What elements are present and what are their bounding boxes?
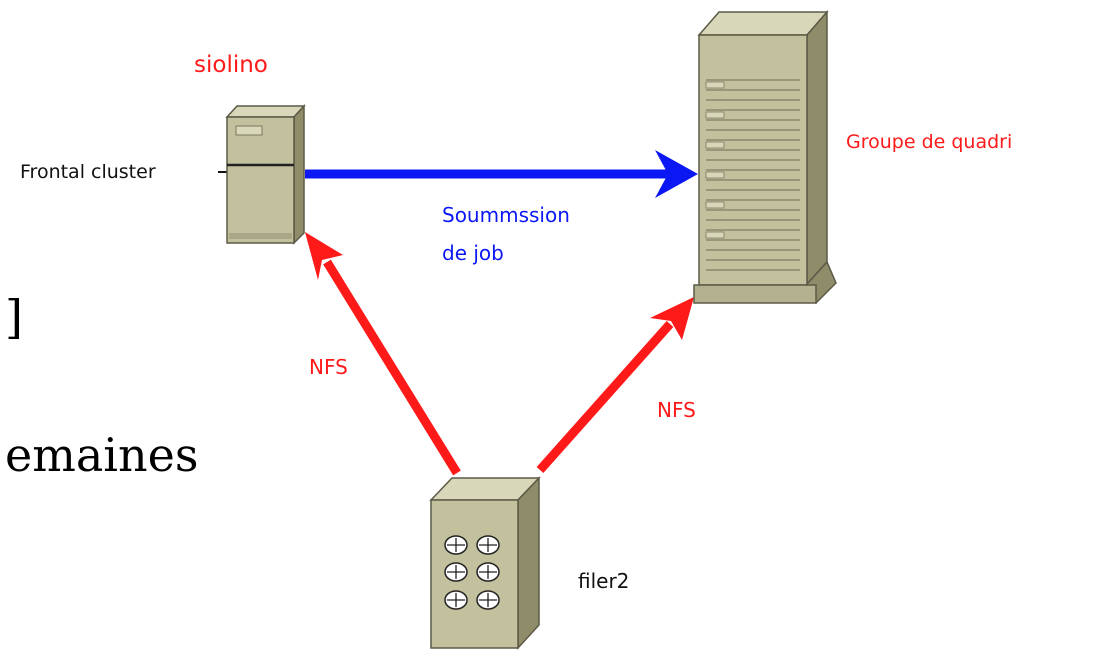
- filer-label: filer2: [578, 569, 630, 593]
- nfs-arrow-compute: [536, 297, 694, 473]
- nfs-arrow-frontend: [305, 232, 461, 476]
- compute-label: Groupe de quadri: [846, 131, 1013, 153]
- submission-label-line2: de job: [442, 241, 504, 265]
- frontend-name-label: siolino: [194, 52, 268, 78]
- background-word-fragment: emaines: [5, 428, 199, 482]
- submission-arrow: [305, 150, 698, 198]
- nfs-compute-label: NFS: [657, 398, 696, 422]
- disk-array-icon: [429, 476, 541, 650]
- small-server-icon: [225, 104, 306, 245]
- tower-server-icon: [693, 9, 837, 305]
- nfs-frontend-label: NFS: [309, 355, 348, 379]
- submission-label-line1: Soummssion: [442, 203, 570, 227]
- frontend-label: Frontal cluster: [20, 161, 156, 183]
- bracket-fragment: ]: [5, 290, 23, 344]
